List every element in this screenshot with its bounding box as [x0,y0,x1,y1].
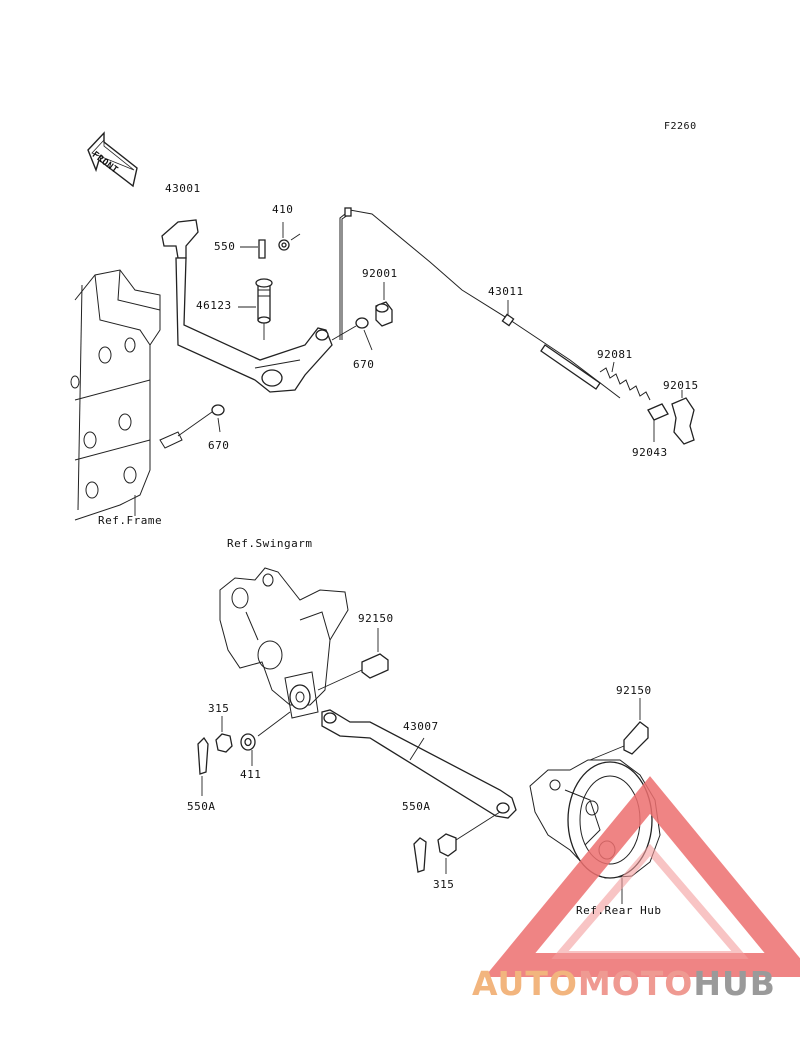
collar-92043 [647,403,669,442]
part-label-92043: 92043 [632,446,668,459]
nut-92015 [671,390,695,445]
washer-410 [278,222,301,251]
part-label-92015: 92015 [663,379,699,392]
nut-315-left [215,716,233,753]
part-label-43011: 43011 [488,285,524,298]
ref-rear-hub-label: Ref.Rear Hub [576,904,662,917]
part-label-43001: 43001 [165,182,201,195]
part-label-315-left: 315 [208,702,230,715]
o-ring-670-lower [211,404,225,433]
o-ring-670-upper [331,317,373,351]
swingarm-reference [219,567,349,719]
cotter-pin-550A-left [197,736,209,796]
brake-pedal [161,219,333,393]
watermark-auto: AUTO [472,964,578,1003]
nut-315-lower [437,811,501,874]
clevis-pin-46123 [238,278,273,340]
part-label-43007: 43007 [403,720,439,733]
part-label-411: 411 [240,768,262,781]
part-label-670-lower: 670 [208,439,230,452]
part-label-92150-upper: 92150 [358,612,394,625]
watermark-text: AUTOMOTOHUB [472,964,776,1003]
ref-frame-label: Ref.Frame [98,514,163,527]
part-label-46123: 46123 [196,299,232,312]
watermark-hub: HUB [693,964,776,1003]
washer-411 [240,711,291,766]
part-label-410: 410 [272,203,294,216]
bolt-92150-upper [317,628,389,691]
part-label-315-lower: 315 [433,878,455,891]
part-label-550A-lower: 550A [402,800,431,813]
ref-swingarm-label: Ref.Swingarm [227,537,313,550]
brake-rod-43011 [339,207,621,399]
watermark-moto: MOTO [577,964,694,1003]
torque-link-43007 [321,709,517,819]
bolt-92001 [375,282,393,327]
cotter-pin-550 [240,239,266,259]
spring-92081 [599,361,651,401]
part-label-92001: 92001 [362,267,398,280]
part-label-550: 550 [214,240,236,253]
cotter-pin-550A-lower [413,837,427,873]
part-label-92081: 92081 [597,348,633,361]
bolt-92150-lower [589,698,649,761]
part-label-550A-left: 550A [187,800,216,813]
frame-reference [70,269,213,521]
rear-hub-reference [529,759,661,904]
part-label-670-upper: 670 [353,358,375,371]
figure-code: F2260 [664,121,697,132]
front-arrow-icon [87,131,138,188]
watermark-logo [484,776,800,977]
part-label-92150-lower: 92150 [616,684,652,697]
